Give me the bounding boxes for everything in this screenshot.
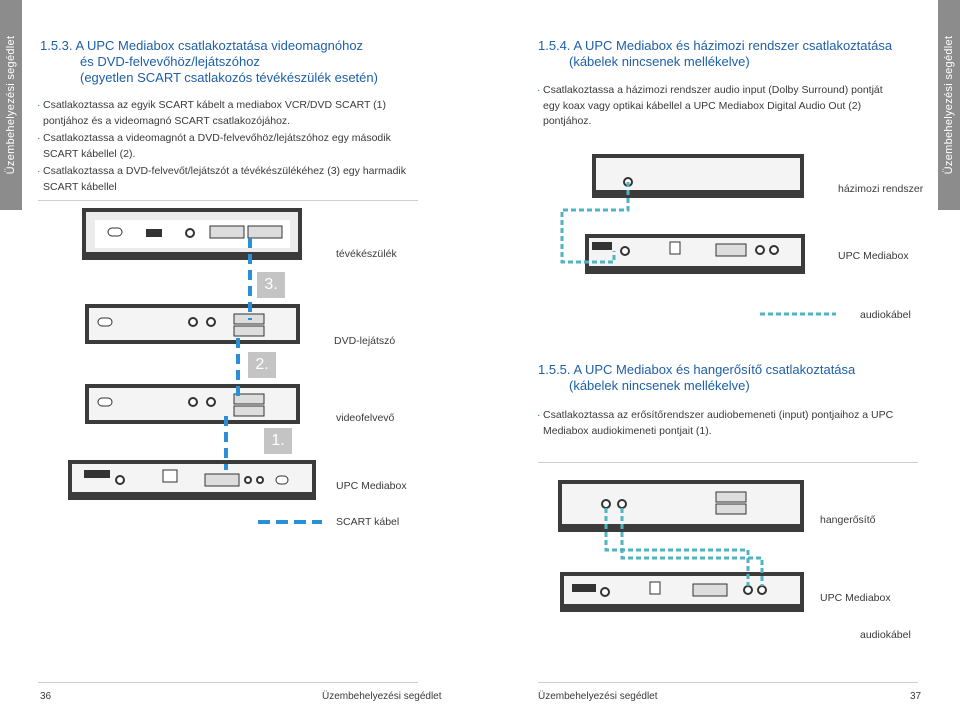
- bullet-item: Csatlakoztassa a DVD-felvevőt/lejátszót …: [37, 164, 428, 195]
- amplifier-device: [558, 480, 804, 532]
- bullet-item: Csatlakoztassa a házimozi rendszer audio…: [537, 83, 898, 130]
- section-title-154: 1.5.4. A UPC Mediabox és házimozi rendsz…: [538, 38, 918, 70]
- marker-2: 2.: [248, 352, 276, 378]
- section-title-155: 1.5.5. A UPC Mediabox és hangerősítő csa…: [538, 362, 918, 394]
- left-page: Üzembehelyezési segédlet 1.5.3. A UPC Me…: [0, 0, 480, 728]
- section-title-line1: A UPC Mediabox és házimozi rendszer csat…: [573, 38, 893, 53]
- mediabox-device: [560, 572, 804, 612]
- audio-cable: [604, 508, 750, 586]
- left-diagram-top-rule: [38, 200, 418, 201]
- left-page-number: 36: [40, 691, 52, 702]
- amplifier-diagram: [558, 480, 804, 612]
- left-bullet-list: Csatlakoztassa az egyik SCART kábelt a m…: [37, 98, 428, 198]
- label-mediabox: UPC Mediabox: [820, 592, 891, 604]
- right-side-tab: Üzembehelyezési segédlet: [938, 0, 960, 210]
- right-bullet-list-2: Csatlakoztassa az erősítőrendszer audiob…: [537, 408, 908, 441]
- section-title-line2: (kábelek nincsenek mellékelve): [569, 378, 750, 393]
- bullet-item: Csatlakoztassa a videomagnót a DVD-felve…: [37, 131, 428, 162]
- section-number: 1.5.3.: [40, 38, 73, 53]
- left-footer-rule: [38, 682, 418, 683]
- audio-cable: [560, 182, 630, 264]
- mediabox-device: [68, 460, 316, 500]
- right-tab-label: Üzembehelyezési segédlet: [943, 35, 955, 175]
- label-mediabox: UPC Mediabox: [838, 250, 909, 262]
- label-homecinema: házimozi rendszer: [838, 183, 924, 195]
- right-diagram-top-rule: [538, 462, 918, 463]
- vcr-device: [85, 384, 300, 424]
- section-title-line1: A UPC Mediabox csatlakoztatása videomagn…: [75, 38, 364, 53]
- label-scart: SCART kábel: [336, 516, 400, 528]
- section-number: 1.5.5.: [538, 362, 571, 377]
- label-audio: audiokábel: [860, 309, 911, 321]
- left-tab-label: Üzembehelyezési segédlet: [5, 35, 17, 175]
- scart-diagram: [68, 208, 322, 524]
- label-mediabox: UPC Mediabox: [336, 480, 407, 492]
- audio-cable: [620, 508, 764, 586]
- left-footer-text: Üzembehelyezési segédlet: [322, 691, 442, 702]
- label-tv: tévékészülék: [336, 248, 397, 260]
- mediabox-device: [585, 234, 805, 274]
- bullet-item: Csatlakoztassa az egyik SCART kábelt a m…: [37, 98, 428, 129]
- bullet-item: Csatlakoztassa az erősítőrendszer audiob…: [537, 408, 908, 439]
- section-number: 1.5.4.: [538, 38, 571, 53]
- label-amp: hangerősítő: [820, 514, 876, 526]
- section-title-line2: és DVD-felvevőhöz/lejátszóhoz: [80, 54, 260, 69]
- label-vcr: videofelvevő: [336, 412, 395, 424]
- scart-cables: [224, 238, 252, 470]
- right-bullet-list-1: Csatlakoztassa a házimozi rendszer audio…: [537, 83, 898, 132]
- right-footer-rule: [538, 682, 918, 683]
- section-title-line2: (kábelek nincsenek mellékelve): [569, 54, 750, 69]
- left-side-tab: Üzembehelyezési segédlet: [0, 0, 22, 210]
- homecinema-diagram: [560, 154, 836, 316]
- right-page-number: 37: [910, 691, 922, 702]
- section-title-153: 1.5.3. A UPC Mediabox csatlakoztatása vi…: [40, 38, 460, 86]
- tv-device: [82, 208, 302, 260]
- homecinema-device: [592, 154, 804, 198]
- right-footer-text: Üzembehelyezési segédlet: [538, 691, 658, 702]
- label-audio: audiokábel: [860, 629, 911, 641]
- marker-1: 1.: [264, 428, 292, 454]
- right-page: Üzembehelyezési segédlet 1.5.4. A UPC Me…: [480, 0, 960, 728]
- section-title-line1: A UPC Mediabox és hangerősítő csatlakozt…: [573, 362, 856, 377]
- section-title-line3: (egyetlen SCART csatlakozós tévékészülék…: [80, 70, 378, 85]
- dvd-device: [85, 304, 300, 344]
- marker-3: 3.: [257, 272, 285, 298]
- label-dvd: DVD-lejátszó: [334, 335, 396, 347]
